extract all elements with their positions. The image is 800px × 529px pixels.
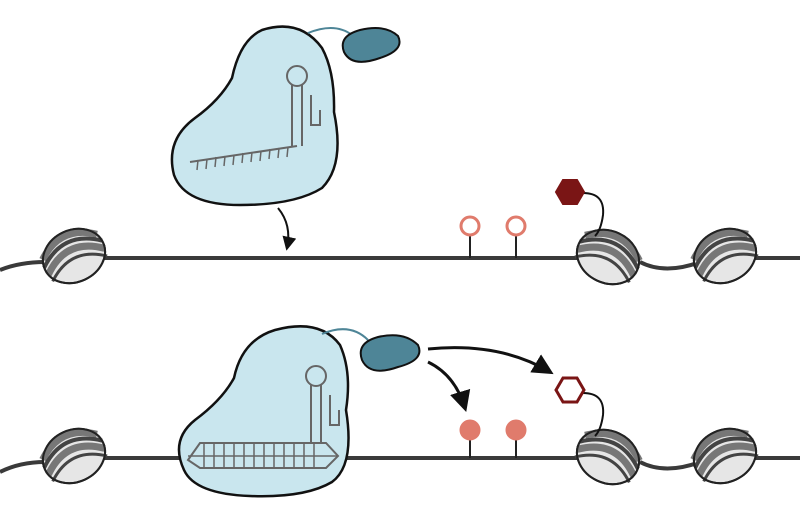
cpg-lollipop-icon <box>505 419 527 458</box>
nucleosome-icon <box>568 220 648 294</box>
cpg-lollipop-icon <box>459 419 481 458</box>
nucleosome-icon <box>685 219 765 293</box>
linker <box>307 27 353 36</box>
nucleosome-icon <box>568 420 648 494</box>
dna-strand <box>0 256 800 272</box>
panel-top <box>0 25 800 295</box>
effector-domain-icon <box>359 334 421 372</box>
histone-tail <box>582 192 605 237</box>
histone-mark-hexagon-icon <box>554 376 586 404</box>
panel-bottom <box>0 325 800 498</box>
nucleosome-icon <box>34 419 114 493</box>
arrow-icon <box>427 360 471 413</box>
nucleosome-icon <box>685 419 765 493</box>
effector-domain-icon <box>341 27 401 63</box>
cpg-lollipop-icon <box>459 215 481 258</box>
arrow-icon <box>427 346 554 375</box>
nucleosome-icon <box>34 219 114 293</box>
guide-rna-icon <box>186 365 340 469</box>
histone-mark-hexagon-icon <box>554 179 586 205</box>
histone-tail <box>582 392 605 437</box>
cpg-lollipop-icon <box>505 215 527 258</box>
arrow-icon <box>277 207 297 251</box>
dcas9-protein-icon <box>177 325 350 498</box>
guide-rna-icon <box>189 65 321 171</box>
linker <box>321 328 369 341</box>
dna-strand <box>0 456 800 474</box>
dcas9-protein-icon <box>170 25 339 207</box>
